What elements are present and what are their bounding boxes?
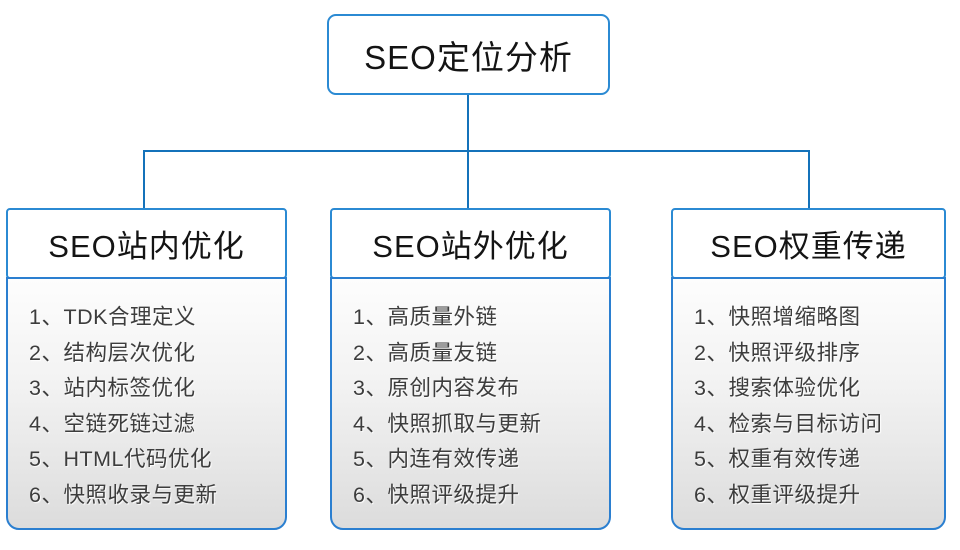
- list-item: 1、TDK合理定义: [29, 305, 196, 329]
- list-item: 3、原创内容发布: [353, 376, 520, 400]
- list-item: 1、快照增缩略图: [694, 305, 861, 329]
- list-item: 4、检索与目标访问: [694, 411, 883, 436]
- branch-header-weight: SEO权重传递: [671, 208, 946, 279]
- list-item: 5、权重有效传递: [694, 447, 861, 471]
- list-item: 1、高质量外链: [353, 305, 498, 329]
- branch-header-onsite: SEO站内优化: [6, 208, 287, 279]
- connector-trunk-line: [467, 95, 469, 151]
- list-item: 6、快照评级提升: [353, 482, 520, 507]
- list-item: 4、空链死链过滤: [29, 411, 196, 436]
- list-item: 2、快照评级排序: [694, 340, 861, 365]
- connector-horizontal-rail: [143, 150, 810, 152]
- list-item: 5、HTML代码优化: [29, 447, 212, 471]
- list-item: 5、内连有效传递: [353, 447, 520, 471]
- connector-drop-middle: [467, 150, 469, 208]
- branch-header-offsite: SEO站外优化: [330, 208, 611, 279]
- list-item: 3、站内标签优化: [29, 376, 196, 400]
- list-item: 2、结构层次优化: [29, 340, 196, 365]
- list-item: 6、快照收录与更新: [29, 482, 218, 507]
- list-item: 2、高质量友链: [353, 340, 498, 365]
- branch-list-offsite: 1、高质量外链 2、高质量友链 3、原创内容发布 4、快照抓取与更新 5、内连有…: [330, 277, 611, 530]
- branch-title: SEO权重传递: [710, 229, 907, 264]
- root-node: SEO定位分析: [327, 14, 610, 95]
- connector-drop-right: [808, 150, 810, 208]
- branch-list-weight: 1、快照增缩略图 2、快照评级排序 3、搜索体验优化 4、检索与目标访问 5、权…: [671, 277, 946, 530]
- root-title: SEO定位分析: [364, 38, 573, 76]
- connector-drop-left: [143, 150, 145, 208]
- branch-weight-transfer: SEO权重传递 1、快照增缩略图 2、快照评级排序 3、搜索体验优化 4、检索与…: [671, 208, 946, 530]
- list-item: 3、搜索体验优化: [694, 376, 861, 400]
- list-item: 4、快照抓取与更新: [353, 411, 542, 436]
- branch-list-onsite: 1、TDK合理定义 2、结构层次优化 3、站内标签优化 4、空链死链过滤 5、H…: [6, 277, 287, 530]
- branch-onsite-optimization: SEO站内优化 1、TDK合理定义 2、结构层次优化 3、站内标签优化 4、空链…: [6, 208, 287, 530]
- list-item: 6、权重评级提升: [694, 482, 861, 507]
- branch-offsite-optimization: SEO站外优化 1、高质量外链 2、高质量友链 3、原创内容发布 4、快照抓取与…: [330, 208, 611, 530]
- branch-title: SEO站内优化: [48, 229, 245, 264]
- branch-title: SEO站外优化: [372, 229, 569, 264]
